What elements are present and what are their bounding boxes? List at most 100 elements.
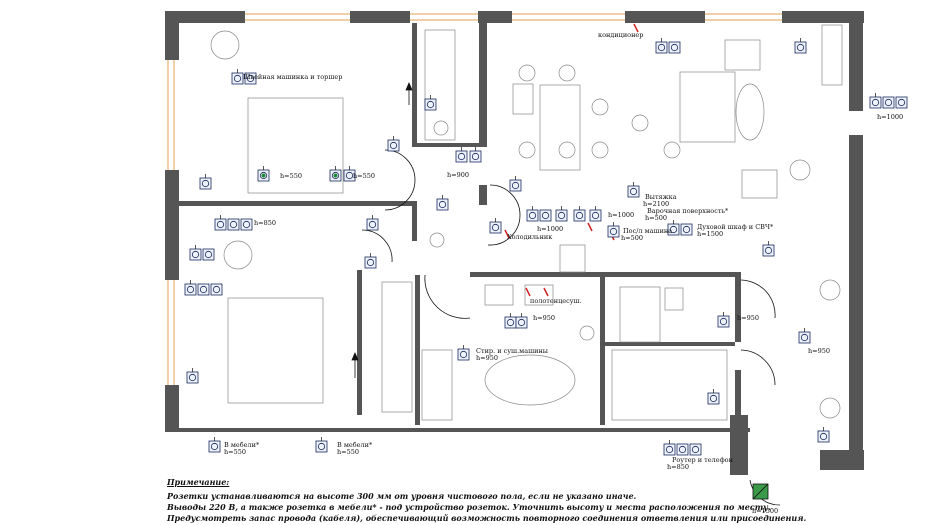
socket-outlets (184, 38, 908, 500)
doors (361, 149, 781, 506)
socket-outlet-ring (678, 445, 687, 454)
socket-outlet-ring (233, 74, 242, 83)
label-heated-towel: полотенцесуш. (530, 297, 582, 305)
socket-outlet-ring (682, 225, 691, 234)
notes-line-2: Выводы 220 В, а также розетка в мебели* … (167, 502, 771, 512)
socket-outlet-ring (246, 74, 255, 83)
socket-outlet (794, 41, 807, 54)
socket-outlet-ring (368, 220, 377, 229)
label-h550-b: h=550 (353, 172, 376, 180)
socket-outlet (526, 209, 539, 222)
walls (165, 11, 864, 475)
label-furniture-1: В мебели* (224, 441, 260, 449)
label-hood-h: h=2100 (643, 200, 670, 208)
socket-outlet-ring (819, 432, 828, 441)
label-washer: Стир. и суш.машины (476, 347, 548, 355)
label-sewing: Швейная машинка и торшер (243, 73, 343, 81)
label-conditioner: кондиционер (598, 31, 644, 39)
socket-outlet-ring (212, 285, 221, 294)
socket-outlet-ring (229, 220, 238, 229)
socket-outlet (676, 443, 689, 456)
socket-outlet-ring (471, 152, 480, 161)
socket-outlet-ring (669, 225, 678, 234)
red-markers (504, 23, 639, 297)
socket-outlet (509, 179, 522, 192)
label-cooktop: Варочная поверхность* (647, 207, 729, 215)
socket-outlet (798, 331, 811, 344)
socket-outlet-ring (528, 211, 537, 220)
socket-outlet (202, 248, 215, 261)
socket-outlet (197, 283, 210, 296)
socket-outlet-ring (629, 187, 638, 196)
distribution-box-hatch (752, 483, 769, 500)
label-furniture-2-h: h=550 (337, 448, 360, 456)
socket-outlet (655, 41, 668, 54)
socket-outlet-ring (871, 98, 880, 107)
socket-outlet-ring (764, 246, 773, 255)
label-oven-h: h=1500 (697, 230, 724, 238)
socket-outlet-ring (511, 181, 520, 190)
socket-outlet-ring (557, 211, 566, 220)
socket-outlet (817, 430, 830, 443)
label-h950-a: h=950 (533, 314, 556, 322)
socket-outlet-ring (438, 200, 447, 209)
socket-outlet-ring (670, 43, 679, 52)
socket-outlet-ring (884, 98, 893, 107)
label-h550-a: h=550 (280, 172, 303, 180)
socket-outlet-ring (188, 373, 197, 382)
socket-outlet-ring (591, 211, 600, 220)
socket-outlet-ring (691, 445, 700, 454)
socket-outlet (489, 221, 502, 234)
socket-outlet-ring (457, 152, 466, 161)
furniture (210, 24, 843, 421)
socket-outlet (227, 218, 240, 231)
socket-outlet-ring (259, 171, 268, 180)
socket-outlet (717, 315, 730, 328)
socket-outlet-ring (800, 333, 809, 342)
socket-outlet (184, 283, 197, 296)
socket-outlet (436, 198, 449, 211)
socket-outlet (869, 96, 882, 109)
socket-outlet-ring (459, 350, 468, 359)
socket-outlet (689, 443, 702, 456)
socket-outlet (882, 96, 895, 109)
notes-line-1: Розетки устанавливаются на высоте 300 мм… (167, 491, 637, 501)
socket-outlet (199, 177, 212, 190)
label-washer-h: h=950 (476, 354, 499, 362)
socket-outlet-ring (796, 43, 805, 52)
notes-line-3: Предусмотреть запас провода (кабеля), об… (167, 513, 807, 523)
socket-outlet-ring (191, 250, 200, 259)
socket-outlet-ring (201, 179, 210, 188)
arrows (351, 81, 413, 378)
socket-outlet (895, 96, 908, 109)
socket-outlet-ring (331, 171, 340, 180)
socket-outlet-ring (216, 220, 225, 229)
label-oven: Духовой шкаф и СВЧ* (697, 223, 774, 231)
socket-outlet-ring (210, 442, 219, 451)
socket-outlet (186, 371, 199, 384)
socket-outlet (189, 248, 202, 261)
socket-outlet (387, 139, 400, 152)
socket-outlet (214, 218, 227, 231)
label-hood: Вытяжка (645, 193, 677, 201)
socket-outlet (680, 223, 693, 236)
socket-outlet (589, 209, 602, 222)
socket-outlet (231, 72, 244, 85)
socket-outlet (424, 98, 437, 111)
label-h1000-b: h=1000 (537, 225, 564, 233)
socket-outlet (607, 225, 620, 238)
label-h1000-a: h=1000 (608, 211, 635, 219)
socket-outlet-ring (609, 227, 618, 236)
socket-outlet (504, 316, 517, 329)
label-furniture-1-h: h=550 (224, 448, 247, 456)
socket-outlet (515, 316, 528, 329)
socket-outlet-ring (199, 285, 208, 294)
socket-outlet (244, 72, 257, 85)
switch-marker (333, 173, 338, 178)
socket-outlet-ring (345, 171, 354, 180)
label-dishwasher-h: h=500 (621, 234, 644, 242)
socket-outlet-ring (317, 442, 326, 451)
socket-outlet-ring (491, 223, 500, 232)
socket-outlet-ring (709, 394, 718, 403)
